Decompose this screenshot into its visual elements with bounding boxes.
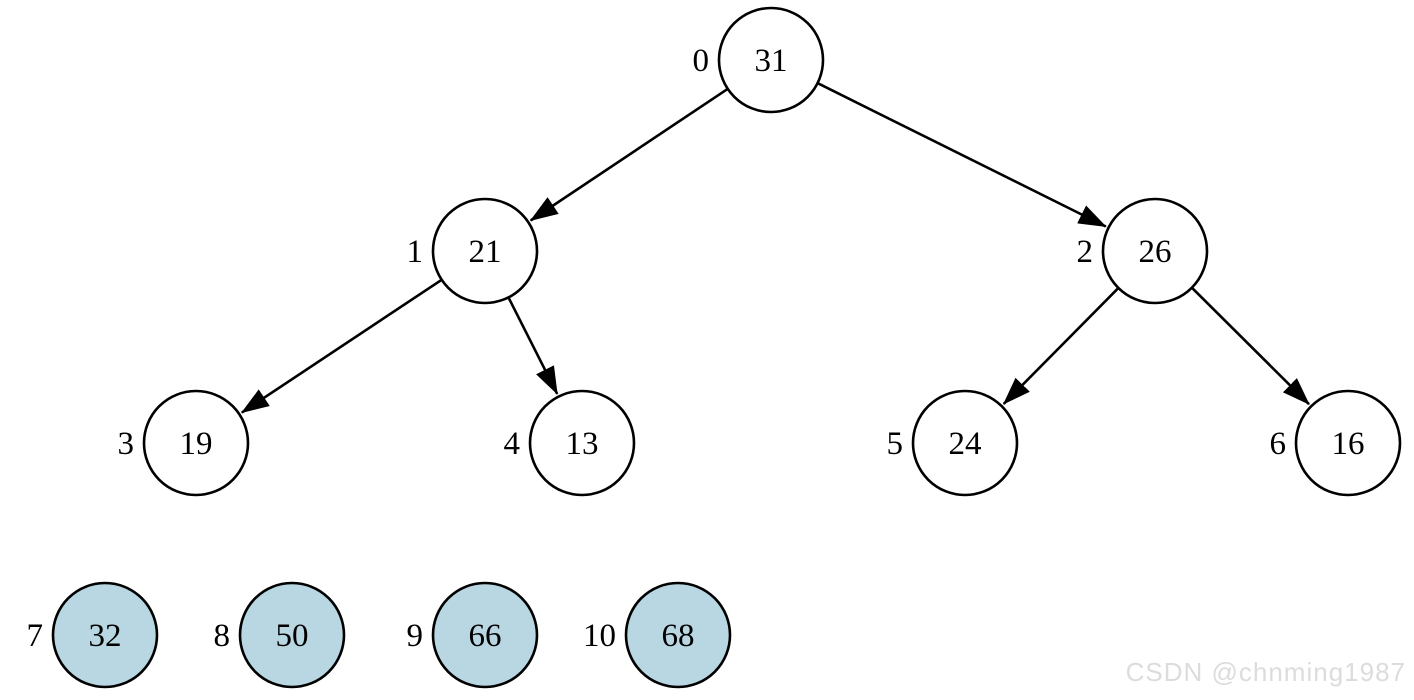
- node-value: 13: [566, 426, 599, 462]
- node-value: 19: [180, 426, 213, 462]
- node-circle: [624, 581, 732, 689]
- node-value: 32: [89, 618, 122, 654]
- node-value: 26: [1139, 234, 1172, 270]
- node-value: 50: [276, 618, 309, 654]
- node-circle: [431, 197, 539, 305]
- watermark-text: CSDN @chnming1987: [1125, 657, 1406, 687]
- node-index-label: 1: [407, 234, 424, 270]
- tree-node-9: 66 9: [407, 581, 539, 689]
- tree-node-10: 68 10: [583, 581, 732, 689]
- node-circle: [1294, 389, 1402, 497]
- edge-0-to-1: [529, 88, 728, 222]
- edge-1-to-3: [240, 279, 442, 414]
- edge-2-to-5: [1002, 287, 1119, 405]
- node-index-label: 5: [887, 426, 904, 462]
- node-circle: [51, 581, 159, 689]
- node-circle: [911, 389, 1019, 497]
- node-index-label: 7: [27, 618, 44, 654]
- node-index-label: 10: [583, 618, 616, 654]
- node-index-label: 8: [214, 618, 231, 654]
- node-index-label: 2: [1077, 234, 1094, 270]
- node-circle: [431, 581, 539, 689]
- edge-2-to-6: [1191, 287, 1310, 406]
- tree-node-0: 31 0: [693, 6, 825, 114]
- node-index-label: 0: [693, 43, 710, 79]
- tree-node-7: 32 7: [27, 581, 159, 689]
- node-circle: [717, 6, 825, 114]
- node-value: 68: [662, 618, 695, 654]
- tree-node-5: 24 5: [887, 389, 1019, 497]
- tree-node-1: 21 1: [407, 197, 539, 305]
- node-index-label: 4: [504, 426, 521, 462]
- node-value: 16: [1332, 426, 1365, 462]
- tree-node-3: 19 3: [118, 389, 250, 497]
- tree-node-6: 16 6: [1270, 389, 1402, 497]
- node-value: 21: [469, 234, 502, 270]
- edge-1-to-4: [507, 297, 559, 395]
- edge-0-to-2: [817, 82, 1107, 228]
- node-index-label: 6: [1270, 426, 1287, 462]
- tree-node-8: 50 8: [214, 581, 346, 689]
- tree-node-4: 13 4: [504, 389, 636, 497]
- node-circle: [528, 389, 636, 497]
- tree-node-2: 26 2: [1077, 197, 1209, 305]
- node-circle: [238, 581, 346, 689]
- node-value: 24: [949, 426, 982, 462]
- node-circle: [142, 389, 250, 497]
- node-index-label: 3: [118, 426, 135, 462]
- node-index-label: 9: [407, 618, 424, 654]
- node-value: 31: [755, 43, 788, 79]
- node-value: 66: [469, 618, 502, 654]
- node-circle: [1101, 197, 1209, 305]
